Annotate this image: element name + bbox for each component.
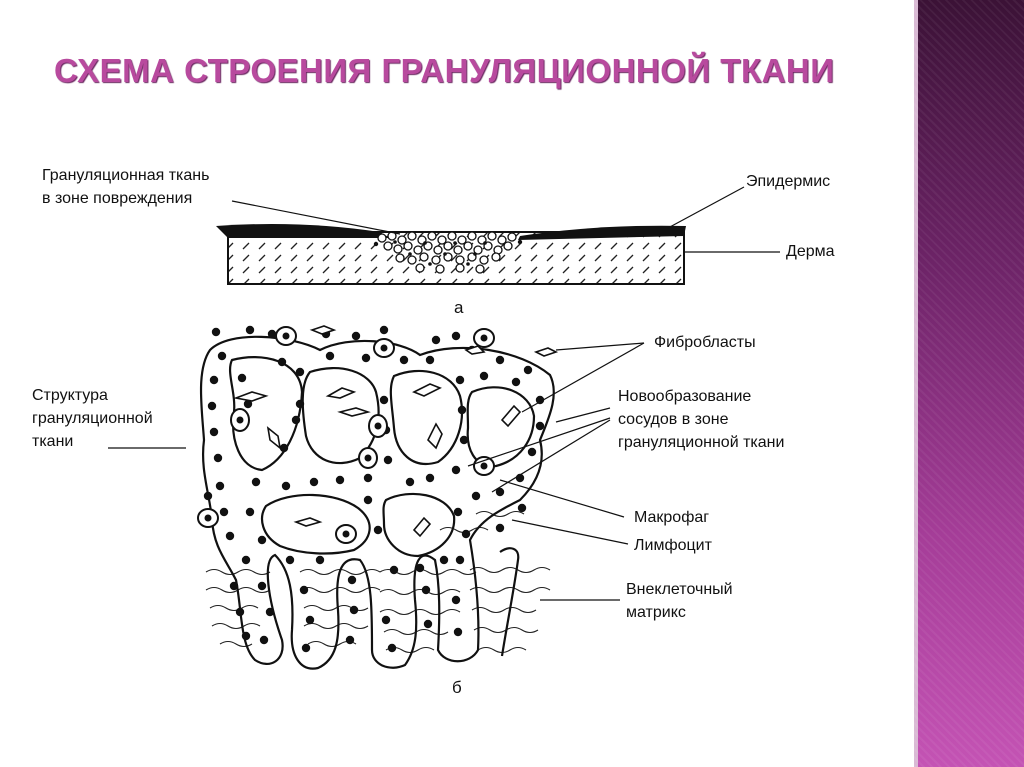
wound-granulation-cells bbox=[377, 231, 517, 274]
extracellular-matrix-fibres bbox=[205, 510, 551, 654]
label-new-vessels: Новообразование сосудов в зоне грануляци… bbox=[618, 388, 785, 451]
wound-dark-cells bbox=[373, 239, 523, 266]
leader-lines-a bbox=[231, 186, 780, 253]
caption-a: а bbox=[454, 298, 464, 317]
caption-b: б bbox=[452, 678, 462, 697]
tissue-structure-b bbox=[108, 325, 645, 670]
fibroblast-cells bbox=[233, 325, 559, 538]
macrophage-cells bbox=[197, 326, 495, 544]
skin-section-a bbox=[216, 186, 780, 285]
label-tissue-structure: Структура грануляционной ткани bbox=[32, 387, 153, 450]
epidermis-right bbox=[518, 225, 686, 240]
decorative-side-band bbox=[914, 0, 1024, 767]
label-epidermis: Эпидермис bbox=[746, 173, 831, 190]
label-macrophage: Макрофаг bbox=[634, 509, 710, 526]
label-extracellular-matrix: Внеклеточный матрикс bbox=[626, 581, 733, 621]
capillary-network bbox=[199, 335, 555, 670]
slide-title: СХЕМА СТРОЕНИЯ ГРАНУЛЯЦИОННОЙ ТКАНИ bbox=[54, 52, 835, 89]
erythrocyte-dots bbox=[203, 325, 545, 653]
epidermis-left bbox=[216, 224, 390, 238]
leader-lines-b bbox=[108, 342, 645, 601]
label-lymphocyte: Лимфоцит bbox=[634, 537, 712, 554]
label-granulation-tissue-zone: Грануляционная ткань в зоне повреждения bbox=[42, 167, 210, 207]
macrophage-nuclei bbox=[204, 332, 488, 538]
label-fibroblasts: Фибробласты bbox=[654, 334, 756, 351]
label-dermis: Дерма bbox=[786, 243, 835, 260]
